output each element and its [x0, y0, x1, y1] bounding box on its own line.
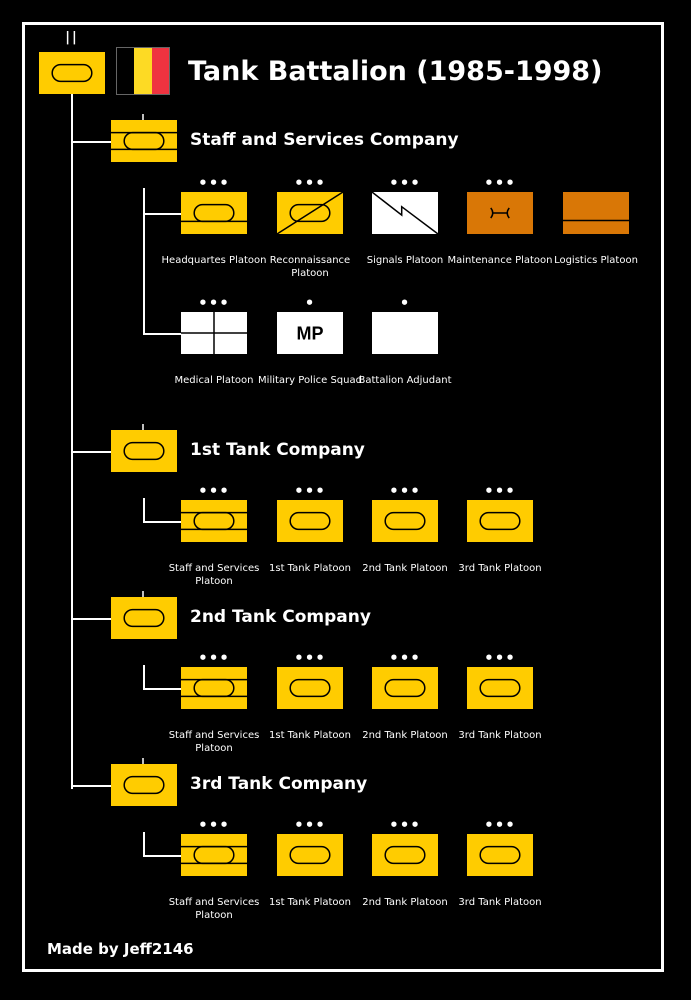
armor-symbol-icon: [467, 500, 533, 542]
unit-echelon: •••: [294, 174, 326, 192]
unit-echelon: •••: [198, 482, 230, 500]
unit-label: Staff and Services Platoon: [168, 730, 260, 754]
armor-symbol-icon: [277, 500, 343, 542]
company-branch-line: [71, 785, 111, 787]
unit-echelon: •: [304, 294, 316, 312]
unit-branch-line: [143, 213, 181, 215]
armor-symbol-icon: [111, 764, 177, 806]
company-name: 3rd Tank Company: [190, 774, 368, 794]
unit-echelon: •••: [484, 649, 516, 667]
company-name: Staff and Services Company: [190, 130, 459, 150]
unit-label: 2nd Tank Platoon: [362, 730, 448, 741]
company-name: 1st Tank Company: [190, 440, 365, 460]
armor-symbol-icon: [277, 667, 343, 709]
unit-label: 1st Tank Platoon: [269, 730, 351, 741]
outer-frame: [22, 22, 664, 972]
unit-label: Battalion Adjudant: [358, 375, 452, 386]
unit-label: 2nd Tank Platoon: [362, 563, 448, 574]
armor-symbol-icon: [111, 597, 177, 639]
unit-echelon: •••: [294, 649, 326, 667]
unit-echelon: •••: [198, 816, 230, 834]
unit-label: Staff and Services Platoon: [168, 897, 260, 921]
armor-symbol-icon: [467, 834, 533, 876]
unit-label: Military Police Squad: [258, 375, 362, 386]
unit-label: Maintenance Platoon: [447, 255, 553, 266]
unit-echelon: •••: [389, 482, 421, 500]
unit-echelon: •••: [389, 649, 421, 667]
unit-echelon: •••: [198, 174, 230, 192]
unit-label: 2nd Tank Platoon: [362, 897, 448, 908]
unit-echelon: •••: [484, 482, 516, 500]
flag-stripe-yellow: [134, 48, 152, 94]
unit-echelon: •••: [198, 294, 230, 312]
company-branch-line: [71, 141, 111, 143]
armor-hq-symbol-icon: [181, 192, 247, 234]
medical-symbol-icon: [181, 312, 247, 354]
unit-echelon: •••: [389, 816, 421, 834]
svg-text:MP: MP: [297, 324, 324, 344]
unit-echelon: •••: [294, 816, 326, 834]
main-trunk-line: [71, 94, 73, 789]
unit-trunk-line: [143, 188, 145, 334]
unit-trunk-line: [143, 498, 145, 522]
armor-symbol-icon: [372, 834, 438, 876]
unit-echelon: •••: [484, 816, 516, 834]
belgium-flag-icon: [116, 47, 170, 95]
signals-symbol-icon: [372, 192, 438, 234]
page-title: Tank Battalion (1985-1998): [188, 56, 603, 87]
unit-label: 1st Tank Platoon: [269, 563, 351, 574]
company-branch-line: [71, 618, 111, 620]
unit-label: Medical Platoon: [174, 375, 254, 386]
unit-label: 1st Tank Platoon: [269, 897, 351, 908]
unit-echelon: •••: [389, 174, 421, 192]
unit-trunk-line: [143, 832, 145, 856]
unit-label: Reconnaissance Platoon: [269, 255, 351, 279]
unit-label: 3rd Tank Platoon: [458, 897, 542, 908]
flag-stripe-red: [151, 48, 169, 94]
mp-symbol-icon: MP: [277, 312, 343, 354]
blank-symbol-icon: [372, 312, 438, 354]
credit-text: Made by Jeff2146: [47, 940, 194, 958]
unit-echelon: •••: [198, 649, 230, 667]
logistics-symbol-icon: [563, 192, 629, 234]
unit-branch-line: [143, 521, 181, 523]
unit-label: Signals Platoon: [366, 255, 444, 266]
maintenance-symbol-icon: [467, 192, 533, 234]
armor-symbol-icon: [467, 667, 533, 709]
unit-label: Headquartes Platoon: [161, 255, 267, 266]
unit-echelon: •••: [294, 482, 326, 500]
unit-echelon: •••: [484, 174, 516, 192]
unit-label: Logistics Platoon: [554, 255, 638, 266]
unit-branch-line: [143, 855, 181, 857]
unit-label: Staff and Services Platoon: [168, 563, 260, 587]
unit-trunk-line: [143, 665, 145, 689]
armor-staff-symbol-icon: [181, 834, 247, 876]
armor-symbol-icon: [372, 500, 438, 542]
unit-branch-line: [143, 688, 181, 690]
armor-staff-symbol-icon: [181, 500, 247, 542]
unit-echelon: •: [399, 294, 411, 312]
company-name: 2nd Tank Company: [190, 607, 371, 627]
unit-label: 3rd Tank Platoon: [458, 730, 542, 741]
armor-symbol-icon: [277, 834, 343, 876]
battalion-echelon: ||: [65, 30, 79, 45]
armor-symbol-icon: [39, 52, 105, 94]
armor-symbol-icon: [372, 667, 438, 709]
unit-branch-line: [143, 333, 181, 335]
armor-recon-symbol-icon: [277, 192, 343, 234]
unit-label: 3rd Tank Platoon: [458, 563, 542, 574]
flag-stripe-black: [117, 48, 135, 94]
armor-staff-symbol-icon: [181, 667, 247, 709]
armor-symbol-icon: [111, 430, 177, 472]
company-branch-line: [71, 451, 111, 453]
armor-staff-symbol-icon: [111, 120, 177, 162]
